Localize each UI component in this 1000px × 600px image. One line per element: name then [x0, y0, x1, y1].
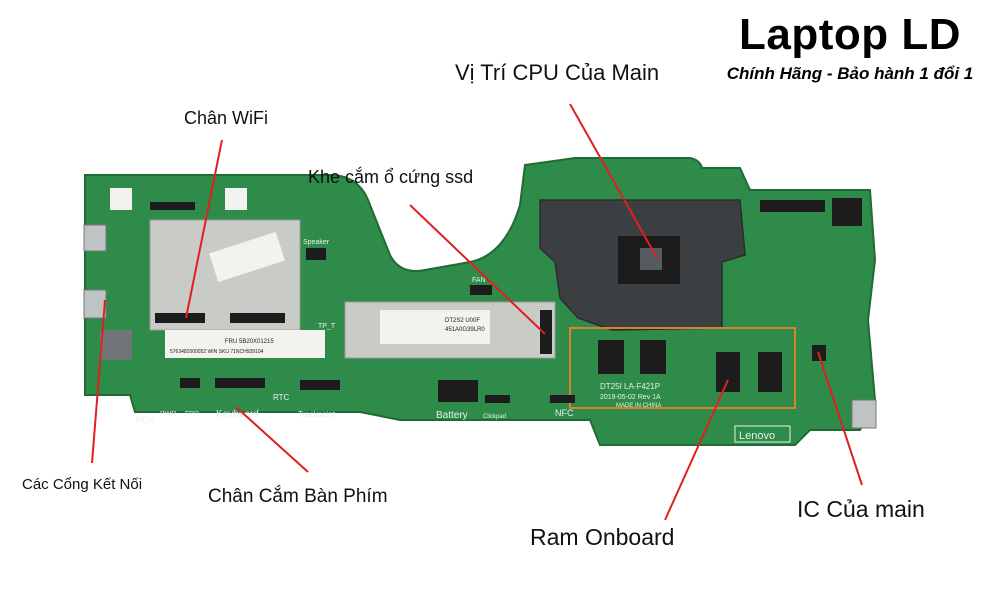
silk-speaker: Speaker — [303, 239, 330, 246]
usb-port — [83, 289, 107, 319]
silk-trackpoint: Trackpoint — [298, 410, 336, 419]
lenovo-logo-text: Lenovo — [739, 430, 775, 442]
cpu-core — [640, 248, 662, 270]
callout-ssd: Khe cắm ổ cứng ssd — [308, 167, 474, 187]
connector — [550, 395, 575, 403]
ssd-label-text: DT2S2 U00F — [445, 318, 480, 324]
brand-title: Laptop LD — [738, 10, 961, 59]
silk-fpr: FPR — [185, 411, 199, 418]
callout-cpu: Vị Trí CPU Của Main — [455, 60, 660, 85]
silk-nfc: NFC — [555, 408, 574, 418]
callout-line-ic — [817, 351, 863, 486]
connector — [215, 378, 265, 388]
connector — [300, 380, 340, 390]
silk-tp: TP_T — [318, 323, 336, 330]
wifi-connector — [155, 313, 205, 323]
sim-slot — [100, 330, 132, 360]
ssd-label-text: 451A0G39LR0 — [445, 327, 485, 333]
callout-ic: IC Của main — [797, 496, 925, 522]
usb-port — [83, 224, 107, 252]
battery-connector — [438, 380, 478, 402]
board-date-text: 2019-05-02 Rev 1A — [600, 394, 661, 401]
silk-pwr: PWR — [160, 411, 176, 418]
barcode-sticker — [209, 231, 285, 283]
lenovo-logo — [734, 425, 791, 443]
callout-line-ports — [91, 299, 106, 464]
qr-sticker — [110, 188, 132, 210]
wifi-connector — [230, 313, 285, 323]
silk-pen: PEN — [136, 415, 155, 425]
connector — [150, 202, 195, 210]
callout-line-ram — [664, 379, 729, 521]
silk-keyboard: Keyboard — [216, 409, 259, 420]
callout-ram: Ram Onboard — [530, 524, 675, 550]
board-model-text: DT25I LA-F421P — [600, 382, 660, 391]
speaker-connector — [306, 248, 326, 260]
barcode-sticker — [165, 330, 325, 358]
silk-clickpad: Clickpad — [483, 414, 506, 420]
callout-line-cpu — [569, 103, 658, 259]
connector — [760, 200, 825, 212]
connector — [832, 198, 862, 226]
silk-rtc: RTC — [273, 393, 290, 402]
ssd-label — [380, 310, 490, 344]
sku-text: 5763482000052 WIN SKU 71NCH939104 — [170, 349, 264, 355]
silk-battery: Battery — [436, 410, 468, 421]
callout-line-ssd — [409, 204, 546, 335]
qr-sticker — [225, 188, 247, 210]
callout-line-keyboard — [235, 406, 309, 473]
callout-wifi: Chân WiFi — [184, 108, 269, 128]
ram-chip — [758, 352, 782, 392]
board-origin-text: MADE IN CHINA — [616, 403, 661, 409]
callout-line-wifi — [185, 139, 223, 319]
ram-chip — [640, 340, 666, 374]
callout-keyboard: Chân Cắm Bàn Phím — [208, 486, 388, 507]
fan-connector — [470, 285, 492, 295]
connector — [485, 395, 510, 403]
silk-fan: FAN — [472, 277, 486, 284]
callout-ports: Các Cổng Kết Nối — [22, 476, 143, 493]
connector — [180, 378, 200, 388]
usb-c-port — [851, 399, 877, 429]
fru-text: FRU 5B20X01215 — [225, 339, 274, 345]
ram-chip — [598, 340, 624, 374]
brand-subtitle: Chính Hãng - Bảo hành 1 đổi 1 — [726, 64, 974, 83]
ram-area-outline — [569, 327, 796, 409]
ram-chip — [716, 352, 740, 392]
ssd-connector — [540, 310, 552, 354]
